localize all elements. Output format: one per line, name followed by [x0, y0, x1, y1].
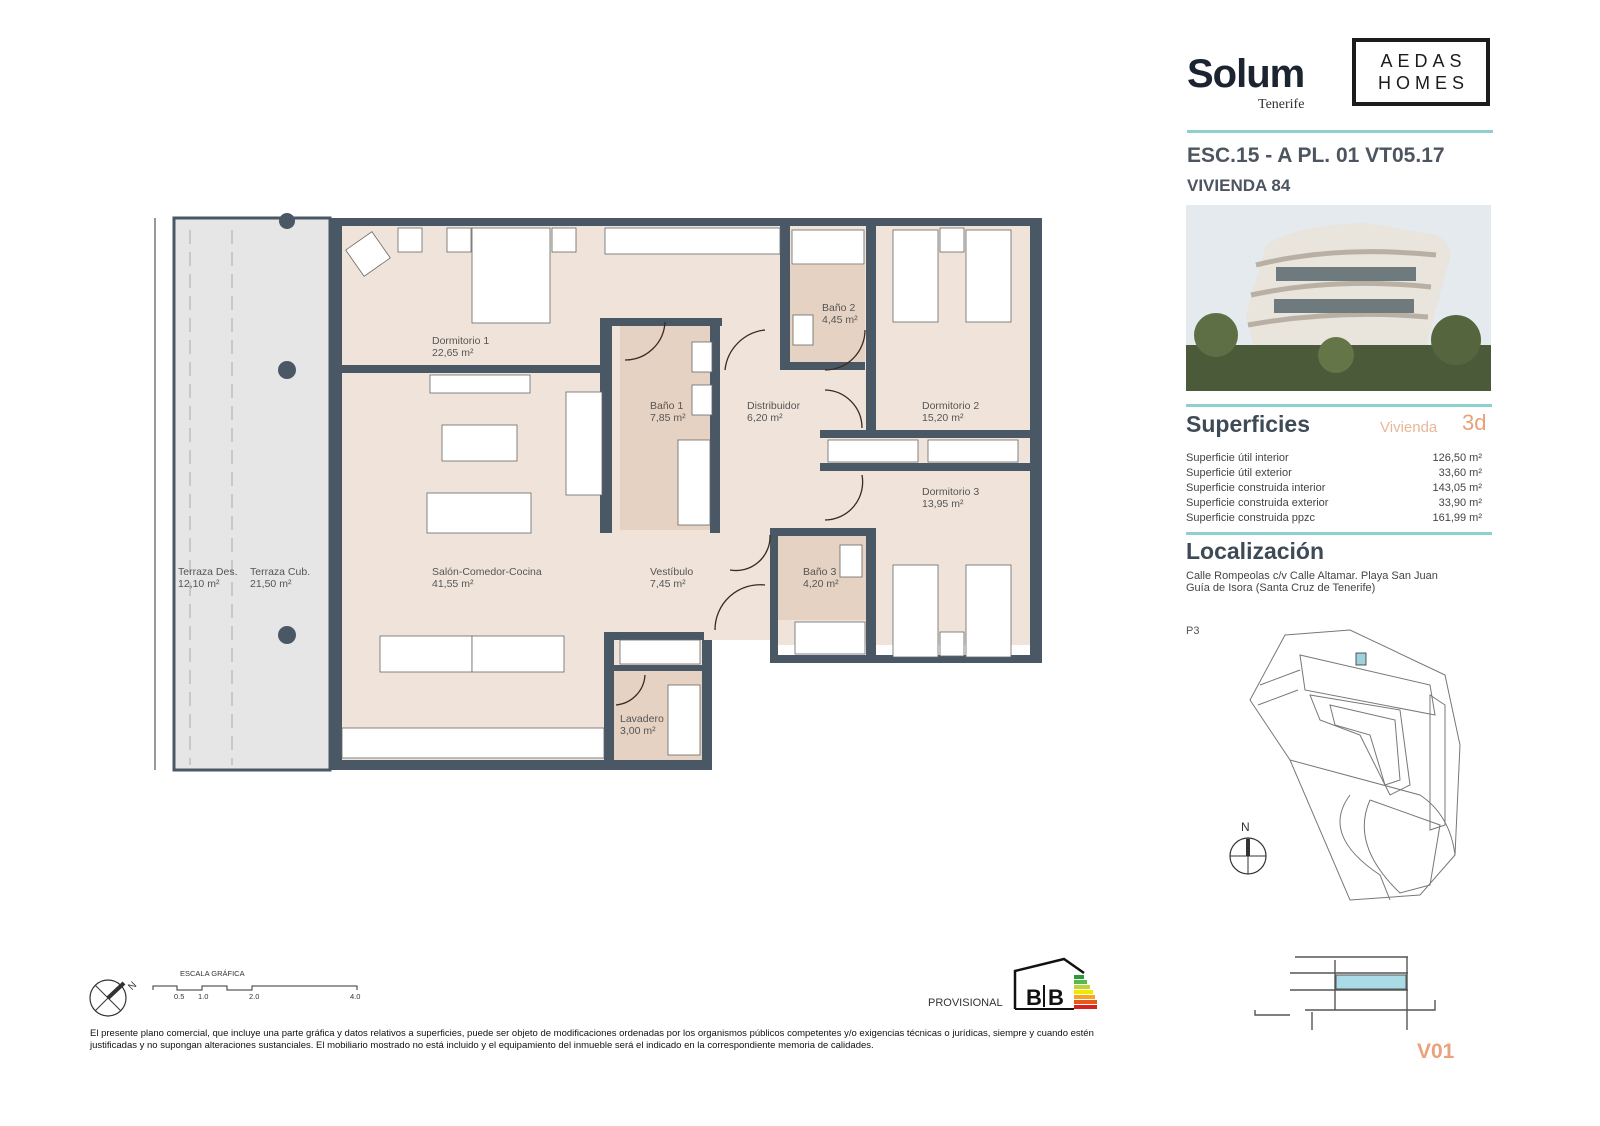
site-plan-map: [1249, 629, 1461, 901]
building-render-illustration: [1186, 205, 1491, 391]
localizacion-title: Localización: [1186, 538, 1325, 564]
surface-value: 33,90 m²: [1438, 497, 1482, 509]
scale-tick: 0.5: [174, 992, 185, 1001]
surface-label: Superficie construida exterior: [1186, 497, 1329, 509]
version-label: V01: [1417, 1040, 1455, 1063]
surface-label: Superficie útil exterior: [1186, 467, 1292, 479]
surface-row: Superficie construida interior 143,05 m²: [1186, 482, 1482, 494]
unit-name: VIVIENDA 84: [1187, 176, 1291, 195]
north-label: N: [1241, 820, 1250, 834]
scale-title: ESCALA GRÁFICA: [180, 969, 245, 978]
surface-row: Superficie construida ppzc 161,99 m²: [1186, 512, 1482, 524]
room-label-terraza-des: Terraza Des.12,10 m²: [178, 566, 238, 590]
divider: [1186, 404, 1492, 407]
compass-icon: N: [89, 979, 139, 1017]
building-section-diagram: [1254, 956, 1436, 1030]
developer-logo-line2: HOMES: [1377, 73, 1469, 93]
surface-row: Superficie útil interior 126,50 m²: [1186, 452, 1482, 464]
floor-plan: [154, 213, 1042, 772]
terrace-area: [172, 216, 332, 772]
address-line2: Guía de Isora (Santa Cruz de Tenerife): [1186, 582, 1376, 594]
brand-subtitle: Tenerife: [1258, 97, 1305, 112]
surface-value: 33,60 m²: [1438, 467, 1482, 479]
unit-type-value: 3d: [1462, 410, 1487, 435]
energy-rating-icon: B B: [1013, 957, 1097, 1010]
divider: [1187, 130, 1493, 133]
scale-tick: 4.0: [350, 992, 361, 1001]
address: Calle Rompeolas c/v Calle Altamar. Playa…: [1186, 570, 1438, 594]
unit-code: ESC.15 - A PL. 01 VT05.17: [1187, 144, 1445, 167]
developer-logo: AEDAS HOMES: [1352, 38, 1490, 106]
surface-label: Superficie construida ppzc: [1186, 512, 1316, 524]
surface-value: 161,99 m²: [1432, 512, 1482, 524]
surface-row: Superficie construida exterior 33,90 m²: [1186, 497, 1482, 509]
building-render-image: [1186, 205, 1491, 391]
address-line1: Calle Rompeolas c/v Calle Altamar. Playa…: [1186, 570, 1438, 582]
divider: [1186, 532, 1492, 535]
legal-disclaimer: El presente plano comercial, que incluye…: [90, 1028, 1094, 1051]
unit-type-label: Vivienda: [1380, 419, 1438, 436]
site-plan-label: P3: [1186, 625, 1200, 637]
surface-label: Superficie construida interior: [1186, 482, 1326, 494]
surface-value: 126,50 m²: [1432, 452, 1482, 464]
surface-value: 143,05 m²: [1432, 482, 1482, 494]
brand-logo-solum: Solum: [1187, 52, 1305, 96]
graphic-scale-bar: [152, 985, 358, 991]
surface-label: Superficie útil interior: [1186, 452, 1289, 464]
developer-logo-line1: AEDAS: [1380, 51, 1467, 71]
north-arrow-icon: [1229, 837, 1267, 875]
svg-text:B: B: [1026, 985, 1042, 1010]
superficies-title: Superficies: [1186, 411, 1310, 437]
svg-text:N: N: [126, 980, 139, 993]
svg-text:B: B: [1048, 985, 1064, 1010]
scale-tick: 2.0: [249, 992, 260, 1001]
energy-status: PROVISIONAL: [928, 997, 1003, 1009]
surface-row: Superficie útil exterior 33,60 m²: [1186, 467, 1482, 479]
room-label-terraza-cub: Terraza Cub.21,50 m²: [250, 566, 311, 590]
scale-tick: 1.0: [198, 992, 209, 1001]
